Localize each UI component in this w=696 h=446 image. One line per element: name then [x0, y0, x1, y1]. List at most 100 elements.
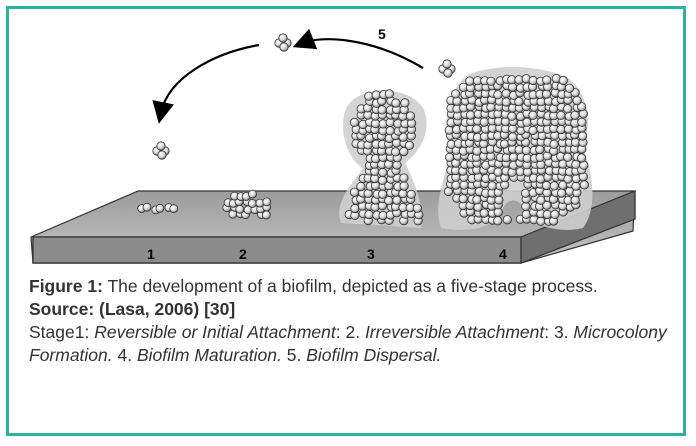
bacterial-cell	[500, 140, 508, 148]
bacterial-cell	[502, 89, 510, 97]
bacterial-cell	[580, 181, 588, 189]
bacterial-cell	[494, 168, 502, 176]
stage-label-1: 1	[147, 246, 155, 262]
bacterial-cell	[521, 189, 529, 197]
caption-line: Figure 1: The development of a biofilm, …	[29, 275, 689, 298]
bacterial-cell	[378, 190, 386, 198]
bacterial-cell	[509, 133, 517, 141]
bacterial-cell	[509, 153, 517, 161]
bacterial-cell	[372, 91, 380, 99]
bacterial-cell	[365, 92, 373, 100]
caption-text: The development of a biofilm, depicted a…	[103, 276, 598, 296]
figure-frame: 1 2 3 4 5 Figure 1: The development of a…	[6, 6, 686, 436]
dispersal-arrow	[303, 39, 423, 68]
bacterial-cell	[143, 203, 151, 211]
bacterial-cell	[578, 132, 586, 140]
bacterial-cell	[386, 127, 394, 135]
bacterial-cell	[551, 210, 559, 218]
bacterial-cell	[564, 153, 572, 161]
bacterial-cell	[529, 126, 537, 134]
stage-5-name: Biofilm Dispersal.	[306, 345, 441, 365]
bacterial-cell	[391, 148, 399, 156]
bacterial-cell	[494, 217, 502, 225]
stage-4-name: Biofilm Maturation.	[137, 345, 282, 365]
bacterial-cell	[495, 196, 503, 204]
dispersal-label-5: 5	[378, 26, 386, 42]
bacterial-cell	[466, 77, 474, 85]
figure-label: Figure 1:	[29, 276, 103, 296]
bacterial-cell	[537, 217, 545, 225]
stage-1-name: Reversible or Initial Attachment	[94, 322, 336, 342]
bacterial-cell	[400, 182, 408, 190]
bacterial-cell	[263, 198, 271, 206]
bacterial-cell	[571, 111, 579, 119]
bacterial-cell	[577, 154, 585, 162]
bacterial-cell	[350, 118, 358, 126]
bacterial-cell	[473, 147, 481, 155]
bacterial-cell	[494, 91, 502, 99]
bacterial-cell	[405, 141, 413, 149]
stages-prefix: Stage1:	[29, 322, 94, 342]
bacterial-cell	[473, 196, 481, 204]
bacterial-cell	[357, 182, 365, 190]
stage-sep-3: 4.	[113, 345, 137, 365]
bacterial-cell	[571, 196, 579, 204]
bacterial-cell	[401, 99, 409, 107]
bacterial-cell	[407, 190, 415, 198]
bacterial-cell	[460, 181, 468, 189]
bacterial-cell	[543, 76, 551, 84]
source-citation: Source: (Lasa, 2006) [30]	[29, 298, 689, 321]
bacterial-cell	[279, 34, 287, 42]
bacterial-cell	[543, 210, 551, 218]
bacterial-cell	[578, 118, 586, 126]
bacterial-cell	[508, 112, 516, 120]
bacterial-cell	[158, 151, 166, 159]
bacterial-cell	[400, 174, 408, 182]
bacterial-cell	[502, 98, 510, 106]
bacterial-cell	[392, 99, 400, 107]
bacterial-cell	[550, 182, 558, 190]
bacterial-cell	[379, 168, 387, 176]
bacterial-cell	[365, 210, 373, 218]
bacterial-cell	[559, 76, 567, 84]
bacterial-cell	[156, 204, 164, 212]
bacterial-cell	[473, 125, 481, 133]
bacterial-cell	[536, 145, 544, 153]
stage-label-3: 3	[367, 246, 375, 262]
stage-label-4: 4	[499, 246, 507, 262]
bacterial-cell	[451, 90, 459, 98]
bacterial-cell	[572, 182, 580, 190]
bacterial-cell	[550, 140, 558, 148]
bacterial-cell	[557, 125, 565, 133]
bacterial-cell	[564, 105, 572, 113]
bacterial-cell	[249, 190, 257, 198]
bacterial-cell	[487, 77, 495, 85]
bacterial-cell	[573, 96, 581, 104]
bacterial-cell	[378, 176, 386, 184]
stage-sep-1: : 2.	[336, 322, 365, 342]
bacterial-cell	[557, 189, 565, 197]
bacterial-cell	[236, 205, 244, 213]
bacterial-cell	[393, 196, 401, 204]
stage-2-name: Irreversible Attachment	[365, 322, 544, 342]
bacterial-cell	[529, 76, 537, 84]
biofilm-illustration: 1 2 3 4 5	[23, 23, 691, 271]
bacterial-cell	[351, 204, 359, 212]
bacterial-cell	[480, 118, 488, 126]
bacterial-cell	[444, 69, 452, 77]
bacterial-cell	[170, 205, 178, 213]
bacterial-cell	[522, 146, 530, 154]
bacterial-cell	[565, 84, 573, 92]
bacterial-cell	[385, 90, 393, 98]
bacterial-cell	[157, 142, 165, 150]
bacterial-cell	[248, 200, 256, 208]
stage-sep-4: 5.	[282, 345, 306, 365]
bacterial-cell	[488, 182, 496, 190]
bacterial-cell	[445, 153, 453, 161]
bacterial-cell	[466, 111, 474, 119]
bacterial-cell	[529, 111, 537, 119]
stage-sep-2: : 3.	[544, 322, 573, 342]
bacterial-cell	[542, 181, 550, 189]
bacterial-cell	[385, 197, 393, 205]
bacterial-cell	[406, 112, 414, 120]
